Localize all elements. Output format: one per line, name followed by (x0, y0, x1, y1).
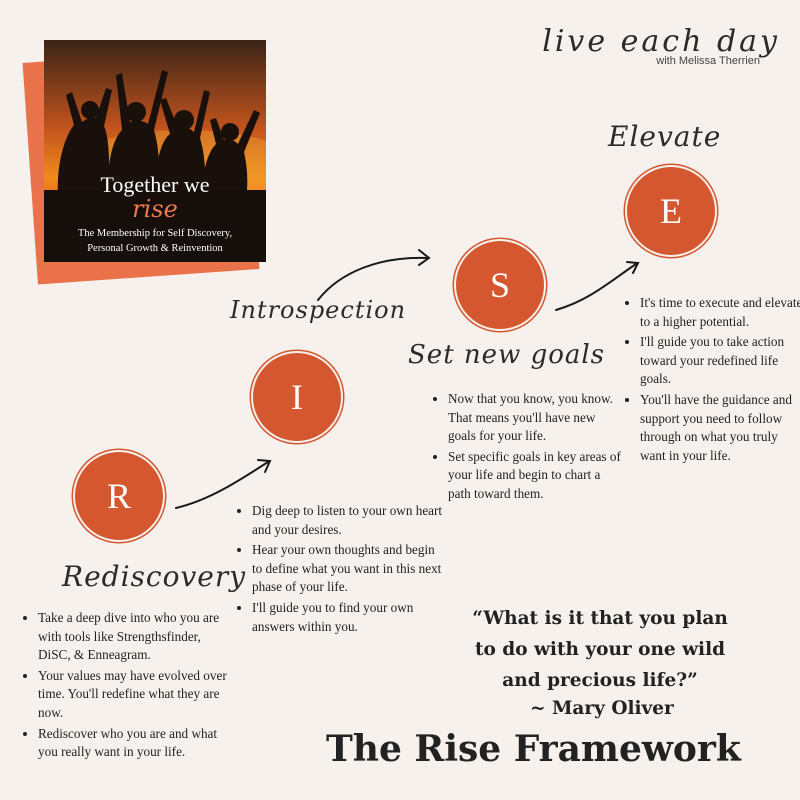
step-s-circle: S (456, 241, 544, 329)
list-item: Take a deep dive into who you are with t… (38, 609, 234, 665)
cover-image: Together we rise The Membership for Self… (44, 40, 266, 262)
silhouettes-illustration (44, 70, 266, 262)
list-item: Your values may have evolved over time. … (38, 667, 234, 723)
quote-line1: “What is it that you plan (472, 608, 728, 629)
list-item: Dig deep to listen to your own heart and… (252, 502, 444, 539)
step-r-heading: Rediscovery (62, 560, 247, 593)
list-item: I'll guide you to take action toward you… (640, 333, 800, 389)
list-item: Set specific goals in key areas of your … (448, 448, 626, 504)
arrow-s-to-e (555, 263, 637, 311)
step-e-bullets: It's time to execute and elevate to a hi… (626, 294, 800, 467)
quote: “What is it that you plan to do with you… (440, 603, 760, 696)
step-r-bullets: Take a deep dive into who you are with t… (24, 609, 234, 764)
brand-logo: live each day with Melissa Therrien (542, 24, 780, 67)
cover-subtitle: The Membership for Self Discovery, Perso… (44, 226, 266, 256)
step-i-circle: I (253, 353, 341, 441)
step-e-circle: E (627, 167, 715, 255)
list-item: Now that you know, you know. That means … (448, 390, 626, 446)
quote-line2: to do with your one wild (474, 639, 726, 660)
cover-accent-word: rise (132, 195, 178, 223)
arrow-r-to-i (175, 461, 269, 509)
step-s-heading: Set new goals (408, 340, 606, 370)
cover-title: Together we (100, 172, 210, 197)
step-i-bullets: Dig deep to listen to your own heart and… (238, 502, 444, 638)
list-item: You'll have the guidance and support you… (640, 391, 800, 465)
cover-subtitle-line2: Personal Growth & Reinvention (87, 243, 223, 254)
quote-line3: and precious life?” (502, 670, 698, 691)
brand-byline: with Melissa Therrien (656, 55, 760, 67)
list-item: Rediscover who you are and what you real… (38, 725, 234, 762)
arrow-i-to-s (317, 256, 429, 301)
cover-subtitle-line1: The Membership for Self Discovery, (77, 228, 233, 239)
step-i-heading: Introspection (230, 296, 407, 324)
list-item: Hear your own thoughts and begin to defi… (252, 541, 444, 597)
step-s-bullets: Now that you know, you know. That means … (434, 390, 626, 506)
step-r-circle: R (75, 452, 163, 540)
quote-author: ~ Mary Oliver (530, 698, 674, 719)
list-item: I'll guide you to find your own answers … (252, 599, 444, 636)
brand-name: live each day (542, 24, 780, 59)
step-e-heading: Elevate (608, 120, 722, 153)
list-item: It's time to execute and elevate to a hi… (640, 294, 800, 331)
page-title: The Rise Framework (326, 728, 741, 770)
